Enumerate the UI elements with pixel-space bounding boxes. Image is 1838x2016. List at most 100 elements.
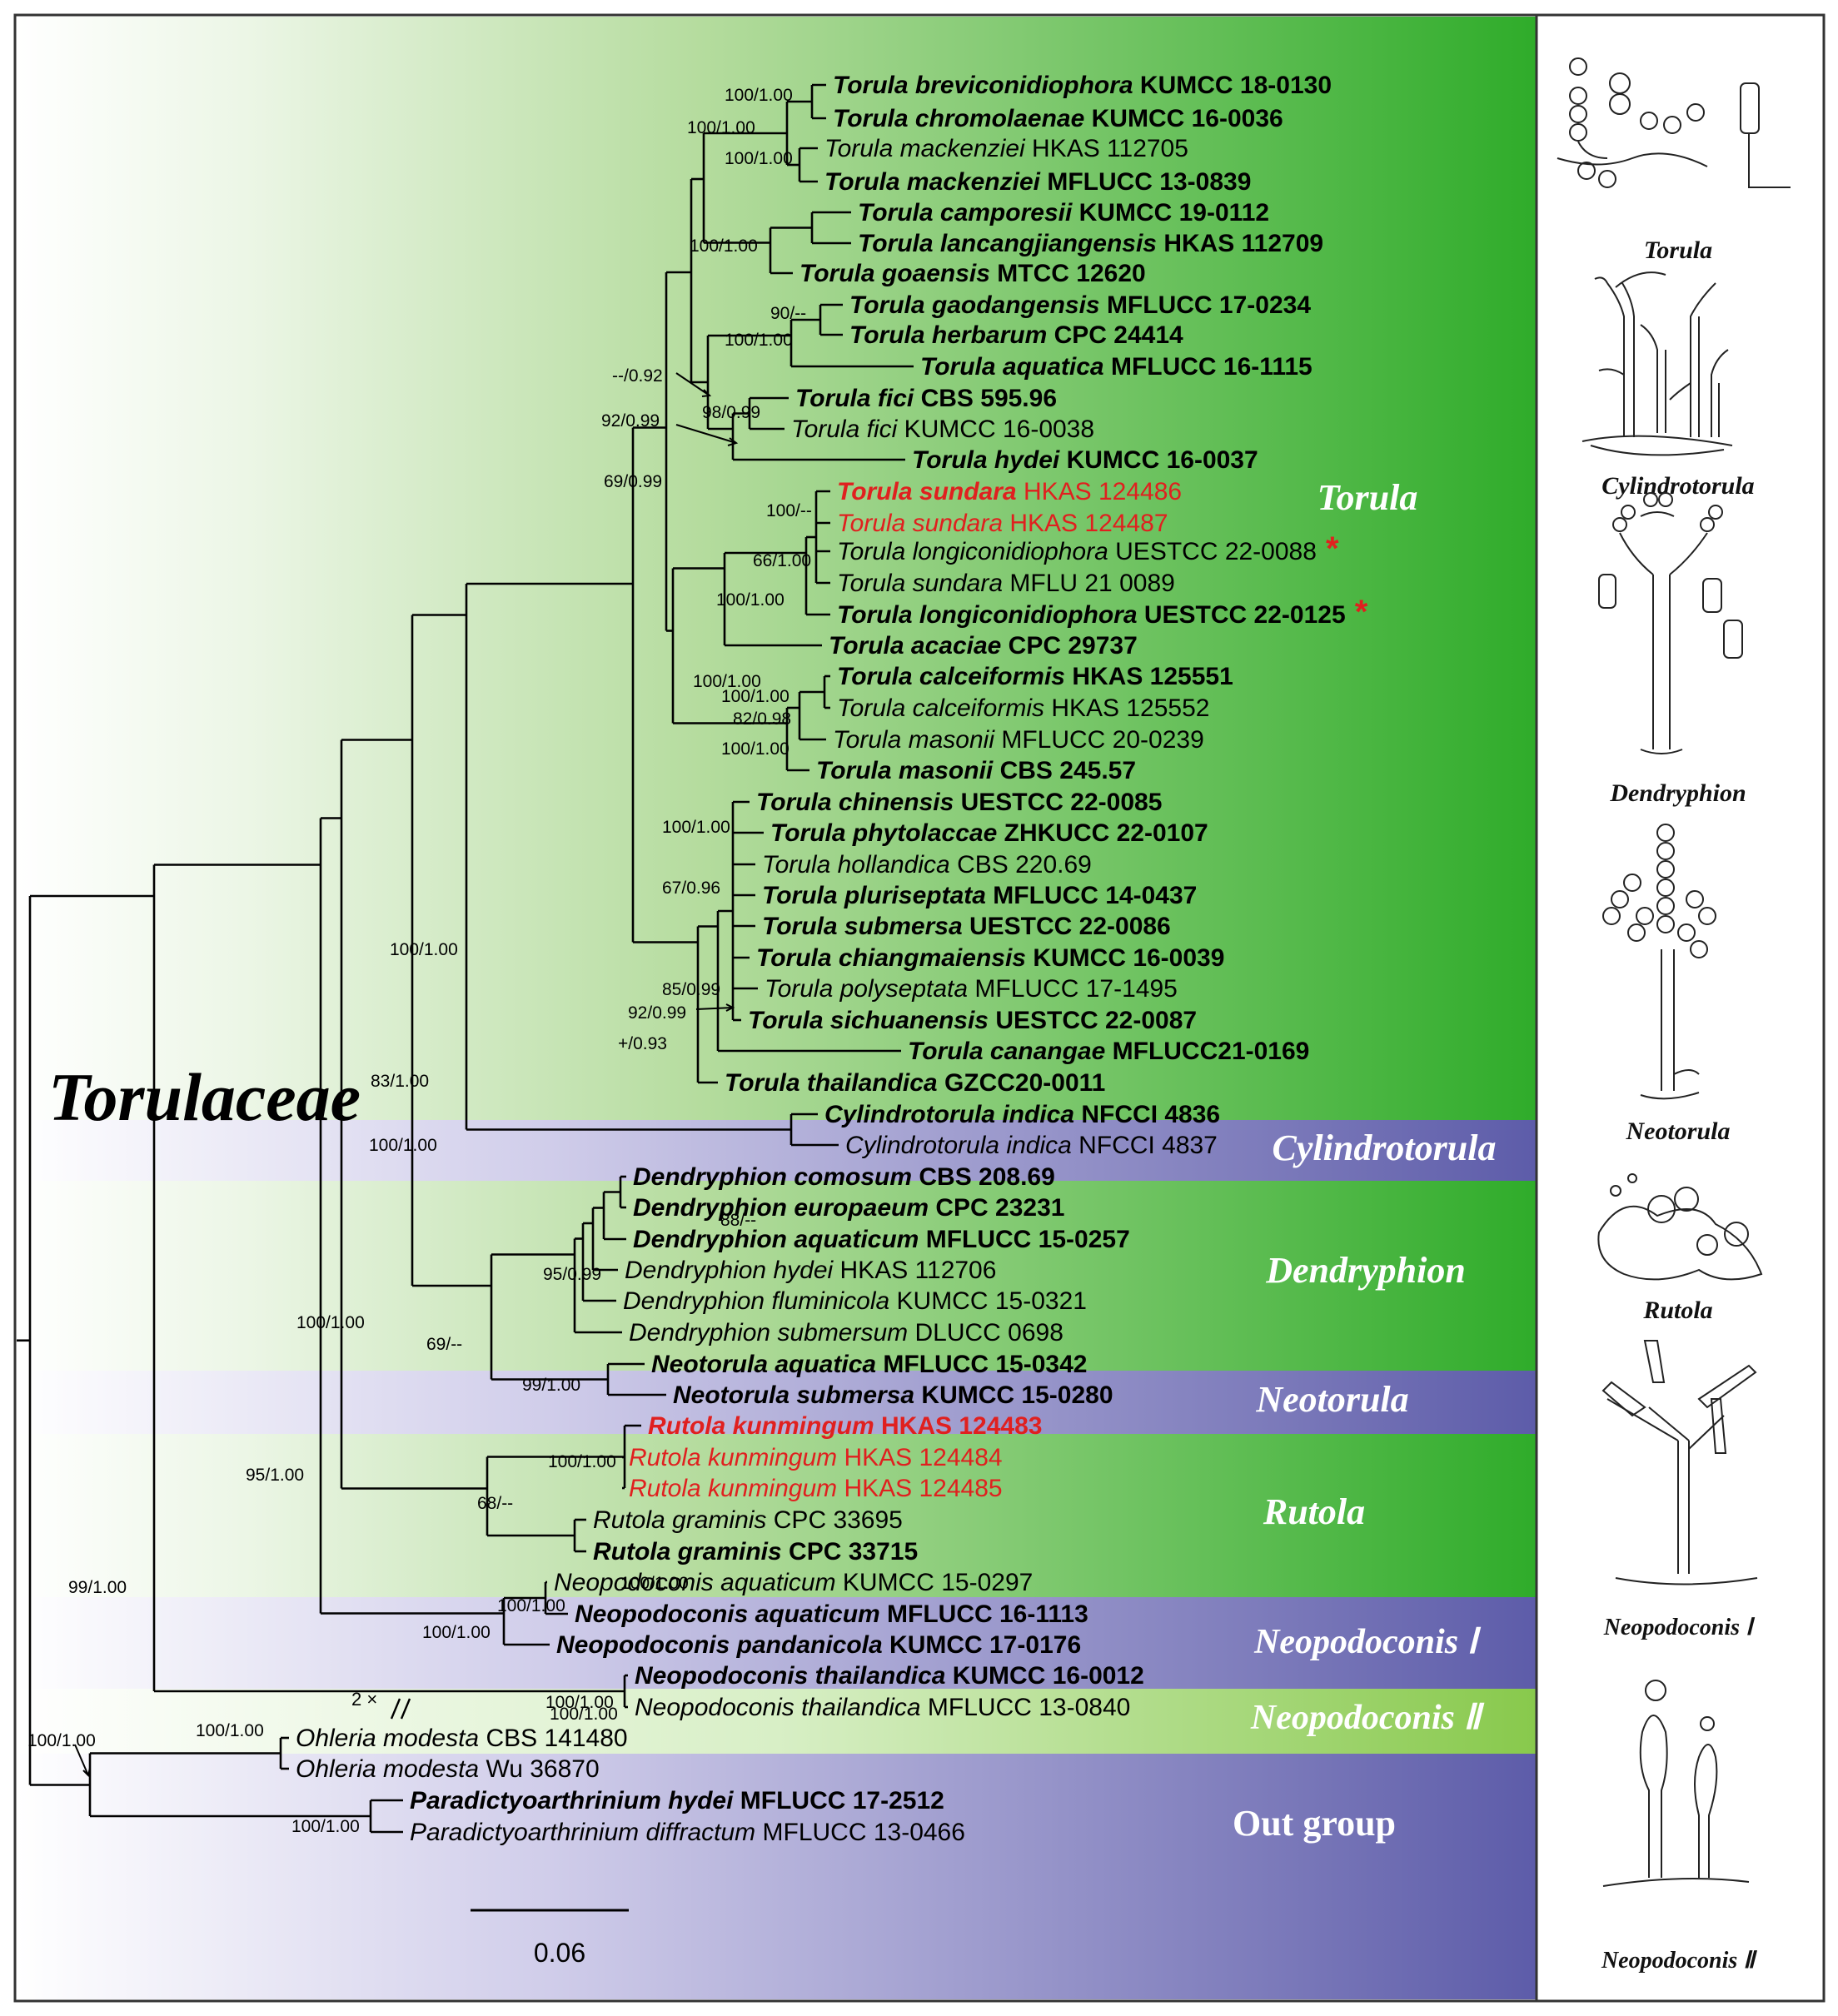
taxon-strain: KUMCC 16-0039 [1033,944,1224,972]
taxon-name: Torula acaciae [829,632,1009,660]
taxon-name: Torula calceiformis [837,694,1051,722]
taxon-label: Torula fici CBS 595.96 [795,385,1057,412]
taxon-label: Torula masonii CBS 245.57 [816,757,1136,784]
taxon-strain: KUMCC 17-0176 [889,1631,1081,1659]
taxon-strain: KUMCC 15-0297 [843,1569,1033,1596]
taxon-strain: Wu 36870 [486,1755,599,1783]
taxon-name: Ohleria modesta [296,1755,486,1783]
support-value: 88/-- [720,1211,756,1230]
taxon-label: Rutola graminis CPC 33695 [593,1506,903,1534]
taxon-name: Neopodoconis aquaticum [575,1600,887,1628]
taxon-name: Torula sundara [837,510,1009,537]
taxon-label: Torula polyseptata MFLUCC 17-1495 [765,975,1178,1003]
support-value: 100/1.00 [687,118,755,137]
support-value: 100/1.00 [690,236,758,256]
taxon-label: Torula phytolaccae ZHKUCC 22-0107 [770,819,1208,847]
taxon-strain: CPC 29737 [1009,632,1138,660]
taxon-name: Torula gaodangensis [849,291,1107,319]
taxon-label: Dendryphion comosum CBS 208.69 [633,1163,1055,1191]
taxon-name: Torula sundara [837,478,1024,505]
support-value: 83/1.00 [371,1072,429,1091]
group-label-rutola: Rutola [1263,1491,1365,1532]
taxon-label: Dendryphion submersum DLUCC 0698 [629,1319,1063,1346]
taxon-label: Torula longiconidiophora UESTCC 22-0125 … [837,594,1368,630]
taxon-strain: MFLUCC 20-0239 [1001,726,1203,754]
taxon-name: Dendryphion fluminicola [623,1287,897,1315]
taxon-strain: HKAS 125552 [1051,694,1209,722]
taxon-label: Torula calceiformis HKAS 125551 [837,663,1233,690]
taxon-strain: MFLUCC 14-0437 [993,882,1197,909]
support-value: 100/1.00 [550,1705,618,1724]
taxon-label: Dendryphion hydei HKAS 112706 [625,1257,996,1284]
group-label-neotorula: Neotorula [1255,1379,1408,1420]
taxon-name: Cylindrotorula indica [824,1101,1081,1128]
taxon-name: Torula mackenziei [824,168,1047,196]
taxon-strain: HKAS 112709 [1163,230,1323,257]
taxon-name: Torula lancangjiangensis [858,230,1163,257]
taxon-strain: ZHKUCC 22-0107 [1004,819,1208,847]
taxon-label: Torula aquatica MFLUCC 16-1115 [920,353,1313,381]
taxon-strain: UESTCC 22-0125 [1144,601,1346,629]
taxon-strain: HKAS 112706 [840,1257,997,1284]
taxon-name: Torula aquatica [920,353,1111,381]
taxon-label: Torula breviconidiophora KUMCC 18-0130 [833,72,1332,99]
taxon-name: Torula sundara [837,570,1009,597]
band-neotorula [17,1371,1536,1434]
group-label-dendryphion: Dendryphion [1265,1250,1466,1291]
illustration-caption-torula: Torula [1644,236,1712,264]
illustration-caption-neotorula: Neotorula [1625,1118,1730,1145]
taxon-strain: MFLUCC 15-0342 [883,1351,1087,1378]
taxon-label: Dendryphion europaeum CPC 23231 [633,1194,1064,1222]
taxon-label: Torula canangae MFLUCC21-0169 [908,1038,1309,1065]
support-value: 85/0.99 [662,980,720,999]
band-torula [17,17,1536,1120]
support-value: 69/-- [426,1335,462,1354]
taxon-strain: UESTCC 22-0085 [961,789,1163,816]
taxon-name: Torula mackenziei [824,135,1032,162]
support-value: 100/1.00 [721,739,789,759]
taxon-strain: KUMCC 16-0036 [1092,105,1283,132]
group-label-cylindrotorula: Cylindrotorula [1273,1127,1497,1168]
support-value: 100/1.00 [196,1721,264,1740]
taxon-strain: KUMCC 15-0280 [921,1381,1113,1409]
illustration-caption-neopodoconis1: Neopodoconis Ⅰ [1603,1615,1756,1640]
taxon-label: Torula calceiformis HKAS 125552 [837,694,1209,722]
support-value: 92/0.99 [628,1003,686,1023]
group-labels: Torula Cylindrotorula Dendryphion Neotor… [1233,477,1497,1844]
support-value: 66/1.00 [753,551,811,570]
illustration-caption-rutola: Rutola [1642,1297,1712,1324]
illustrations: Torula Cylindrotorula [1557,57,1791,1974]
taxon-label: Torula gaodangensis MFLUCC 17-0234 [849,291,1311,319]
group-label-outgroup: Out group [1233,1803,1396,1844]
taxon-labels: Torula breviconidiophora KUMCC 18-0130To… [296,72,1368,1846]
taxon-strain: HKAS 124486 [1024,478,1182,505]
support-value: 100/1.00 [291,1817,360,1836]
taxon-strain: GZCC20-0011 [944,1069,1105,1097]
taxon-label: Torula lancangjiangensis HKAS 112709 [858,230,1323,257]
support-value: +/0.93 [618,1034,667,1053]
taxon-name: Torula pluriseptata [762,882,993,909]
illustration-caption-dendryphion: Dendryphion [1609,779,1746,807]
taxon-strain: DLUCC 0698 [915,1319,1063,1346]
taxon-label: Torula hollandica CBS 220.69 [762,851,1092,879]
taxon-name: Rutola kunmingum [629,1444,844,1471]
taxon-label: Neotorula submersa KUMCC 15-0280 [673,1381,1113,1409]
taxon-label: Torula sundara HKAS 124487 [837,510,1168,537]
taxon-label: Neotorula aquatica MFLUCC 15-0342 [651,1351,1087,1378]
taxon-name: Dendryphion hydei [625,1257,840,1284]
band-neopodoconis2 [17,1689,1536,1754]
illustration-caption-cylindrotorula: Cylindrotorula [1601,472,1754,500]
taxon-name: Torula fici [795,385,921,412]
taxon-name: Torula longiconidiophora [837,601,1144,629]
taxon-name: Torula masonii [833,726,1001,754]
support-value: 67/0.96 [662,879,720,898]
taxon-label: Ohleria modesta CBS 141480 [296,1725,628,1752]
taxon-strain: NFCCI 4836 [1081,1101,1220,1128]
support-value: 100/1.00 [497,1596,565,1615]
support-values: 100/1.00100/1.00100/1.00100/1.0090/--100… [27,86,812,1836]
taxon-name: Torula phytolaccae [770,819,1004,847]
band-outgroup [17,1754,1536,1999]
taxon-strain: MFLUCC 16-1113 [887,1600,1088,1628]
support-value: 92/0.99 [601,411,660,431]
